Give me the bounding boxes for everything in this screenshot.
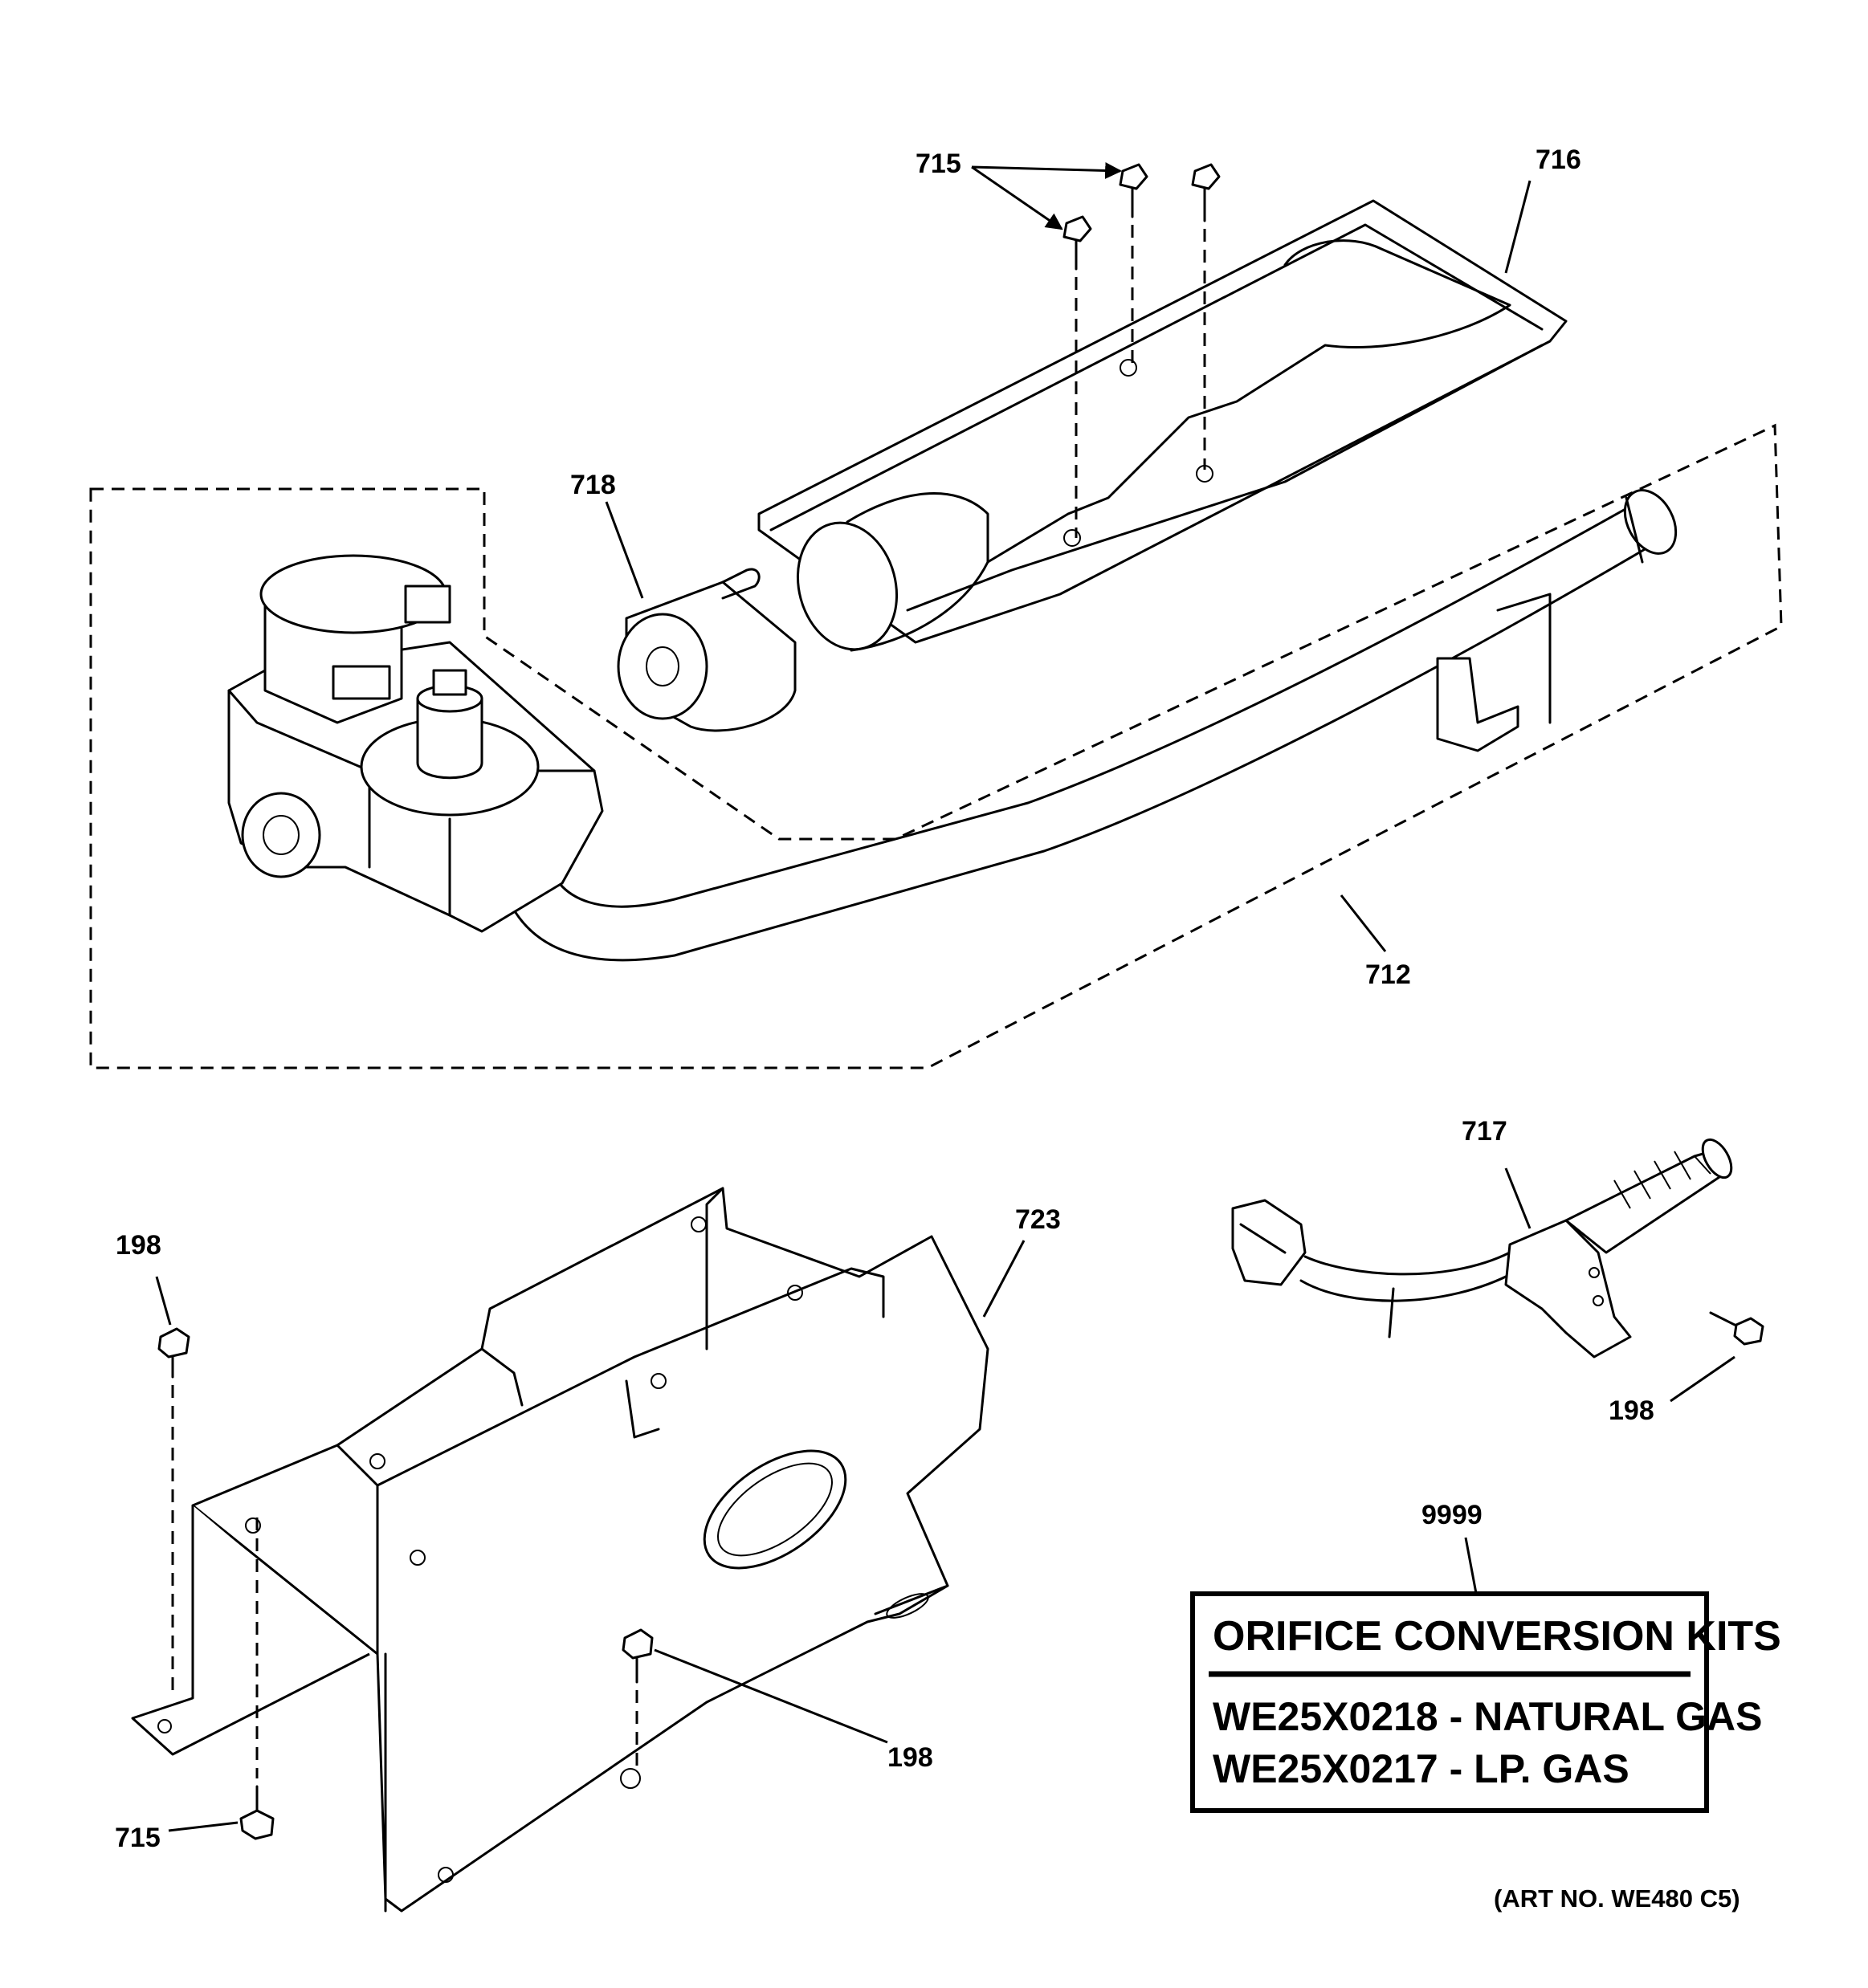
art-number: (ART NO. WE480 C5) — [1494, 1884, 1740, 1913]
screw-715-bottom — [239, 1785, 275, 1840]
callout-715-top: 715 — [916, 149, 961, 179]
callout-198-bottom: 198 — [887, 1742, 933, 1773]
callout-723: 723 — [1015, 1204, 1061, 1235]
screw-198-right — [1709, 1311, 1764, 1346]
kit-box-title: ORIFICE CONVERSION KITS — [1213, 1613, 1781, 1660]
screw-198-left — [157, 1327, 190, 1379]
kit-box-lp-gas: WE25X0217 - LP. GAS — [1213, 1746, 1629, 1791]
callout-9999: 9999 — [1421, 1500, 1483, 1530]
leader-lines — [155, 161, 1735, 1832]
screw-715-c — [1191, 163, 1221, 222]
igniter — [1231, 1138, 1733, 1359]
kit-box: ORIFICE CONVERSION KITS WE25X0218 - NATU… — [1190, 1591, 1781, 1813]
callout-716: 716 — [1536, 145, 1581, 175]
mounting-bracket — [131, 1187, 989, 1913]
screw-715-b — [1119, 163, 1148, 218]
burner-shield — [757, 199, 1568, 652]
screw-198-bottom — [622, 1628, 654, 1684]
callout-717: 717 — [1462, 1116, 1507, 1147]
kit-box-natural-gas: WE25X0218 - NATURAL GAS — [1213, 1694, 1762, 1739]
callout-198-left: 198 — [116, 1230, 161, 1261]
burner-assembly-outline — [89, 423, 1783, 1069]
screw-715-a — [1062, 215, 1092, 271]
callout-718: 718 — [570, 470, 616, 500]
callout-712: 712 — [1365, 959, 1411, 990]
callout-715-bottom: 715 — [115, 1823, 161, 1853]
orifice — [617, 568, 797, 732]
gas-valve — [227, 554, 604, 933]
burner-tube — [496, 489, 1678, 962]
callout-198-right: 198 — [1609, 1395, 1654, 1426]
